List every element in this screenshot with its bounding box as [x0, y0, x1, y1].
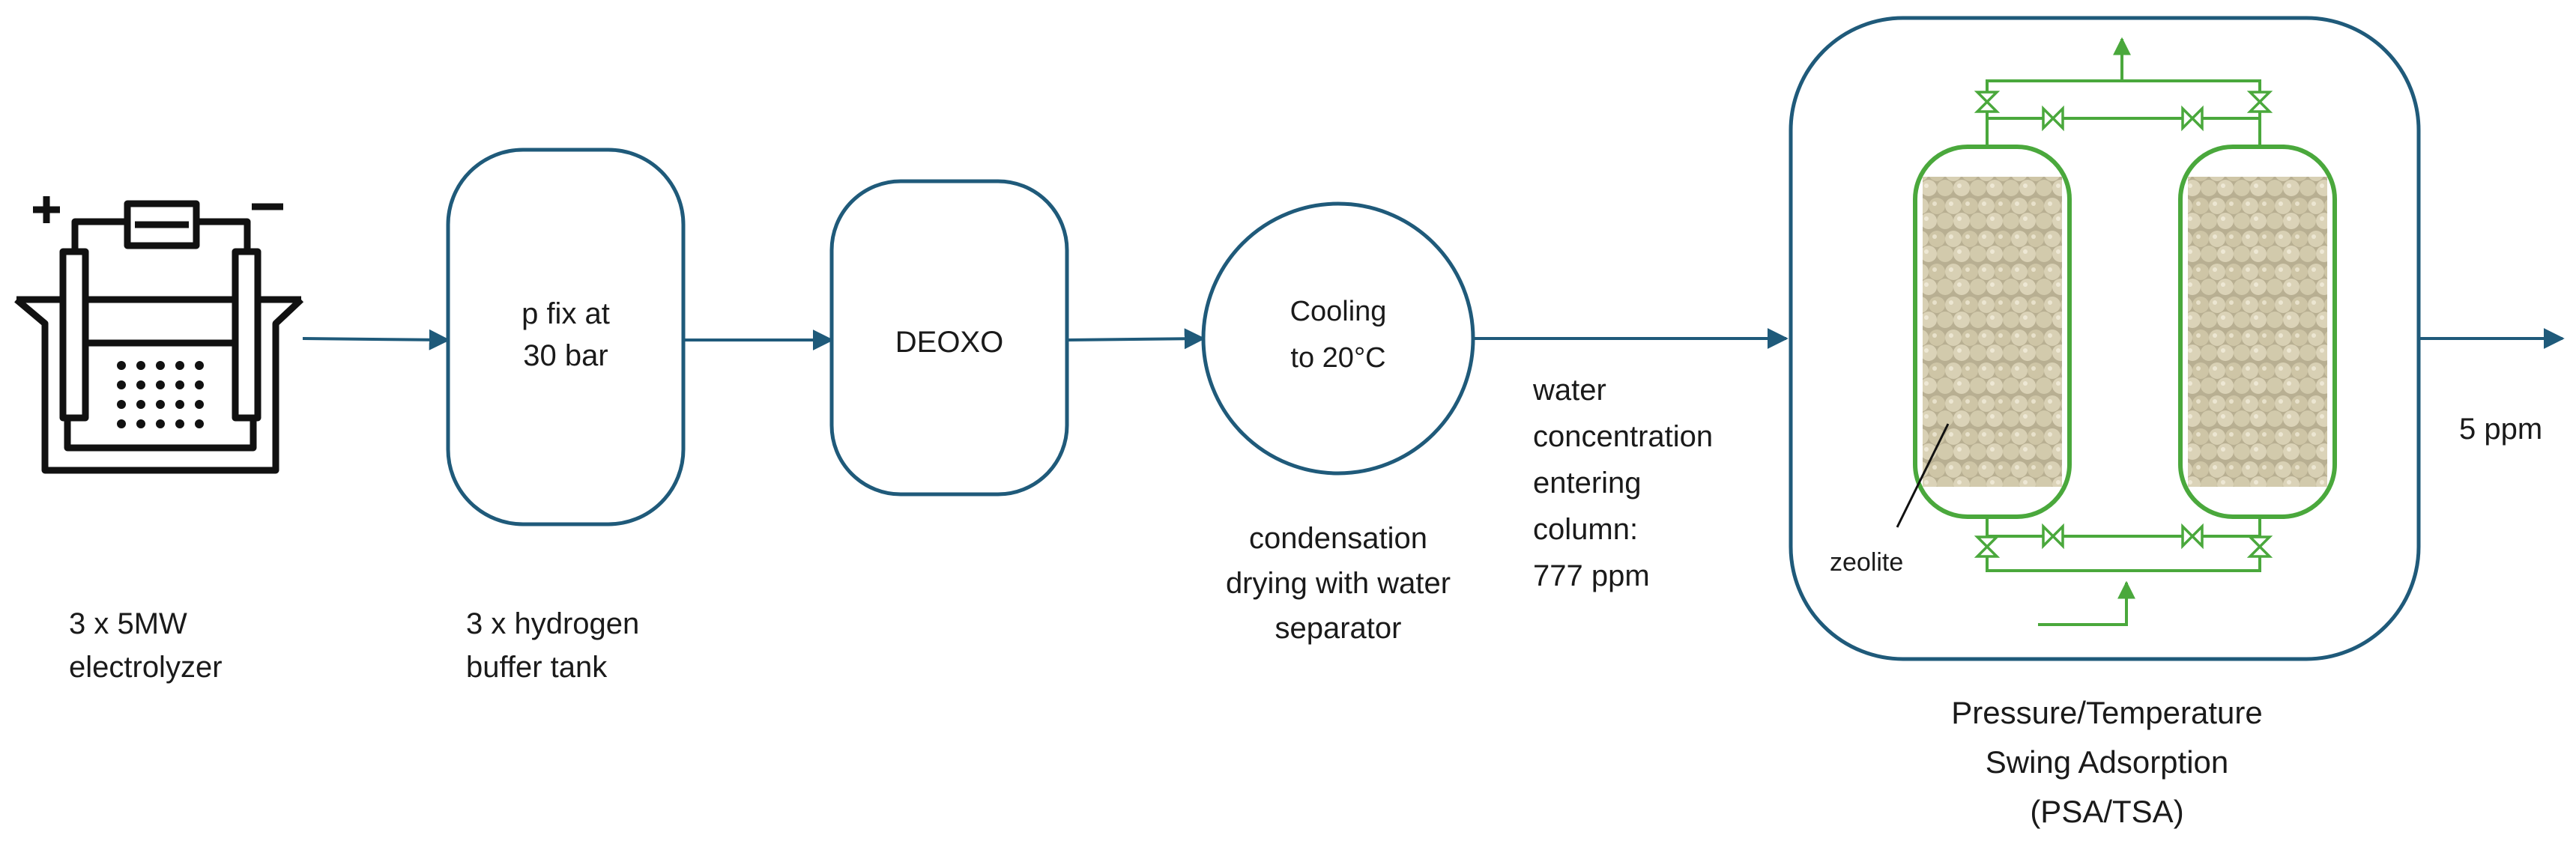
electrolyte-bubble	[175, 380, 184, 389]
electrolyzer-label-line2: electrolyzer	[69, 651, 223, 684]
valve-icon	[2181, 105, 2204, 132]
flow-lines	[302, 328, 2565, 350]
psa-valves	[1974, 91, 2273, 558]
electrolyte-bubble	[136, 380, 145, 389]
valve-icon	[1974, 91, 2001, 113]
water-note-line5: 777 ppm	[1533, 559, 1650, 592]
electrolyte-bubble	[156, 361, 165, 370]
flow-arrow-electrolyzer-to-buffer	[302, 329, 450, 350]
water-note-line3: entering	[1533, 467, 1642, 500]
buffer-tank-label-line1: 3 x hydrogen	[466, 607, 639, 640]
electrolyte-bubble	[175, 361, 184, 370]
water-note-line2: concentration	[1533, 420, 1713, 453]
electrolyte-bubble	[195, 380, 204, 389]
electrolyte-bubble	[117, 400, 126, 409]
adsorption-column-left	[1913, 145, 2072, 519]
zeolite-pointer-line	[1896, 423, 1950, 528]
valve-icon	[2042, 523, 2064, 550]
buffer-tank-box-line2: 30 bar	[523, 339, 608, 372]
flow-arrow-deoxo-to-cooling	[1066, 328, 1206, 350]
valve-icon	[2181, 523, 2204, 550]
psa-label-line3: (PSA/TSA)	[2030, 794, 2183, 829]
electrolyte-bubble	[156, 400, 165, 409]
cooling-label-line1: condensation	[1249, 522, 1427, 555]
cooling-label-line2: drying with water	[1226, 567, 1451, 600]
zeolite-bed-right	[2188, 177, 2327, 487]
electrolyte-bubble	[117, 361, 126, 370]
deoxo-box	[829, 179, 1069, 497]
valve-icon	[2246, 535, 2273, 558]
water-note-line4: column:	[1533, 513, 1638, 546]
cooling-label-line3: separator	[1275, 612, 1402, 645]
electrolyte-bubble	[136, 361, 145, 370]
electrolyte-bubble	[195, 361, 204, 370]
zeolite-bed-left	[1923, 177, 2062, 487]
psa-label-line2: Swing Adsorption	[1986, 744, 2229, 780]
electrolyte-bubbles	[117, 361, 204, 428]
electrolyte-bubble	[195, 419, 204, 428]
electrolyte-bubble	[136, 419, 145, 428]
electrolyzer-label-line1: 3 x 5MW	[69, 607, 187, 640]
psa-label-line1: Pressure/Temperature	[1951, 695, 2263, 730]
cooling-circle-line1: Cooling	[1290, 296, 1387, 327]
output-label: 5 ppm	[2459, 413, 2542, 446]
electrolyte-bubble	[175, 400, 184, 409]
valve-icon	[1974, 535, 2001, 558]
electrolyte-bubble	[156, 419, 165, 428]
valve-icon	[2246, 91, 2273, 113]
electrolyte-bubble	[195, 400, 204, 409]
buffer-tank-box	[446, 148, 686, 526]
deoxo-label: DEOXO	[895, 326, 1003, 359]
electrolyte-bubble	[136, 400, 145, 409]
psa-regen-inlet-arrow	[2038, 580, 2135, 626]
cooling-circle	[1201, 201, 1475, 476]
electrolyte-bubble	[117, 419, 126, 428]
valve-icon	[2042, 105, 2064, 132]
water-note-line1: water	[1532, 374, 1606, 407]
electrolyzer-icon	[14, 196, 304, 474]
cooling-circle-line2: to 20°C	[1290, 342, 1385, 374]
adsorption-column-right	[2178, 145, 2337, 519]
electrolyte-bubble	[156, 380, 165, 389]
electrolyte-bubble	[175, 419, 184, 428]
electrolyte-bubble	[117, 380, 126, 389]
zeolite-label: zeolite	[1830, 548, 1903, 577]
buffer-tank-label-line2: buffer tank	[466, 651, 608, 684]
buffer-tank-box-line1: p fix at	[521, 297, 610, 330]
